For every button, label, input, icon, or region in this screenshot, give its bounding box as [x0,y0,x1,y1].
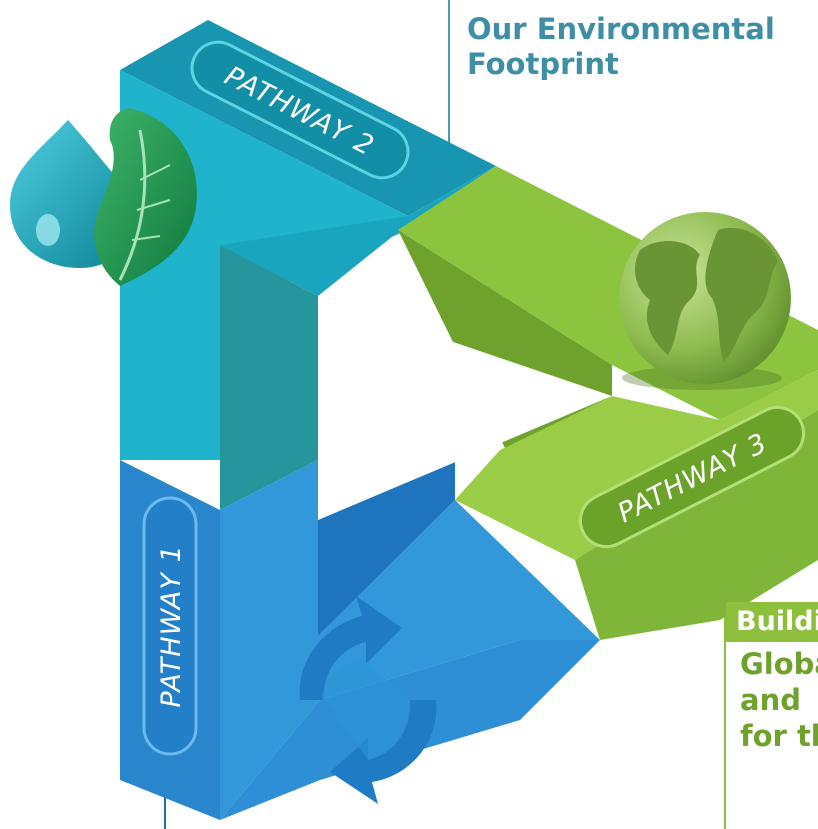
globe-icon [619,212,791,390]
pathway-3-heading: Global and for the [740,646,818,754]
pathway-1-label: PATHWAY 1 [156,544,187,707]
triangle-opening [318,296,612,520]
pathway-2-heading: Our Environmental Footprint [467,12,775,82]
pathway-2-heading-line-2: Footprint [467,47,619,81]
pathway-3-heading-line-1: Global [740,647,818,681]
water-leaf-icon [10,108,197,286]
pathway-1-pill: PATHWAY 1 [142,496,198,756]
pathway-3-heading-line-2: and [740,683,801,717]
pathway-3-heading-line-3: for the [740,719,818,753]
pathway-3-heading-tab: Building [726,602,818,642]
pathway-2-heading-line-1: Our Environmental [467,12,775,46]
recycle-icon [299,596,437,804]
